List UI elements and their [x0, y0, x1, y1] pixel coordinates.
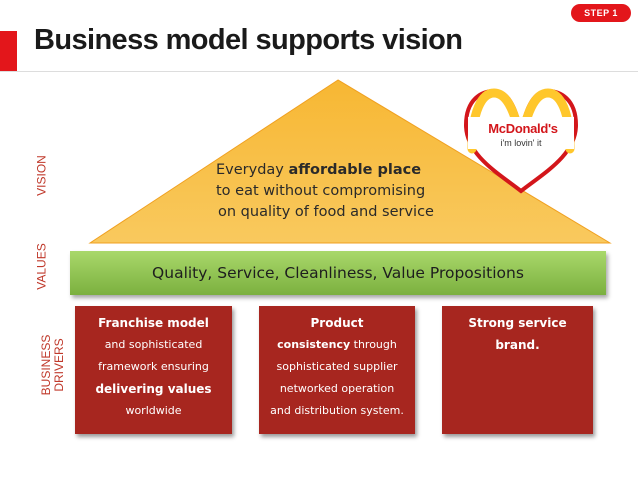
mcdonalds-logo [463, 88, 579, 194]
driver-1-line-3: framework ensuring [98, 360, 209, 373]
vision-label: VISION [34, 155, 49, 196]
step-badge: STEP 1 [571, 4, 631, 22]
page-title: Business model supports vision [34, 24, 463, 56]
business-drivers-label-line1: BUSINESS [39, 334, 53, 396]
driver-2-line-4: networked operation [279, 382, 395, 395]
driver-1-line-4: delivering values [95, 382, 212, 396]
logo-wordmark-backing [468, 117, 574, 149]
driver-2-line-5: and distribution system. [270, 404, 404, 417]
title-divider [0, 71, 638, 72]
driver-box-brand: Strong service brand. [442, 306, 593, 434]
driver-3-line-1: Strong service [468, 316, 567, 330]
vision-line-2: to eat without compromising [216, 183, 426, 199]
driver-2-line-2: consistency through [259, 334, 415, 356]
vision-line-1-bold: affordable place [288, 162, 422, 178]
vision-line-3: on quality of food and service [218, 204, 434, 220]
values-label: VALUES [34, 243, 49, 290]
business-drivers-label-line2: DRIVERS [52, 338, 66, 392]
driver-2-line-2-rest: through [350, 338, 397, 351]
driver-1-line-1: Franchise model [98, 316, 209, 330]
logo-wordmark: McDonald's [488, 121, 558, 136]
vision-line-1: Everyday affordable place [200, 160, 475, 181]
driver-box-product: Product consistency through sophisticate… [259, 306, 415, 434]
driver-box-franchise: Franchise model and sophisticated framew… [75, 306, 232, 434]
values-bar: Quality, Service, Cleanliness, Value Pro… [70, 251, 606, 295]
driver-2-line-3: sophisticated supplier [276, 360, 398, 373]
vision-statement: Everyday affordable place to eat without… [200, 160, 475, 223]
driver-1-line-5: worldwide [125, 404, 182, 417]
driver-3-line-2: brand. [495, 338, 540, 352]
accent-bar [0, 31, 17, 71]
vision-line-1-prefix: Everyday [216, 162, 289, 178]
driver-2-line-2-bold: consistency [277, 338, 351, 351]
business-drivers-label: BUSINESS DRIVERS [39, 325, 66, 405]
driver-2-line-1: Product [310, 316, 364, 330]
driver-1-line-2: and sophisticated [104, 338, 203, 351]
logo-tagline: i'm lovin' it [500, 138, 542, 148]
